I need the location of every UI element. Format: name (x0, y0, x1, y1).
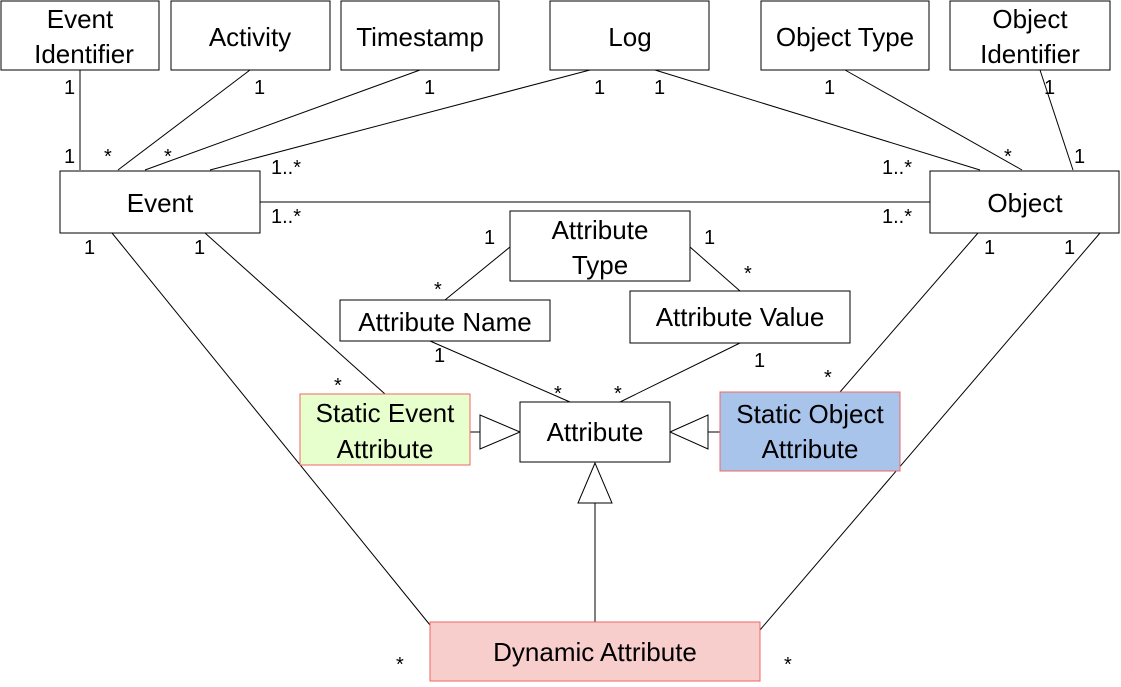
object-identifier-line2: Identifier (980, 39, 1080, 69)
mult-anattr-top: 1 (434, 345, 445, 367)
box-dynamic-attribute: Dynamic Attribute (429, 621, 761, 682)
mult-ts-top: 1 (424, 77, 435, 99)
mult-ts-bottom: * (164, 146, 172, 168)
mult-avattr-bottom: * (614, 383, 622, 405)
mult-atav-top: 1 (704, 227, 715, 249)
object-type-label: Object Type (776, 22, 914, 52)
line-attrname-attribute (429, 340, 571, 403)
mult-evobj-event: 1..* (271, 206, 301, 228)
mult-avattr-top: 1 (754, 350, 765, 372)
line-object-dynamic (759, 232, 1101, 631)
event-label: Event (127, 188, 194, 218)
mult-evdyn-top: 1 (84, 237, 95, 259)
attribute-label: Attribute (547, 417, 644, 447)
box-object-identifier: Object Identifier (949, 0, 1111, 71)
attribute-name-label: Attribute Name (358, 307, 531, 337)
mult-act-top: 1 (254, 77, 265, 99)
multiplicity-labels: 1 1 1 * 1 * 1 1 1..* 1..* 1 * 1 1 1..* 1… (64, 77, 1085, 676)
mult-evobj-object: 1..* (882, 206, 912, 228)
line-log-object (654, 69, 981, 171)
mult-log-right: 1 (654, 77, 665, 99)
box-log: Log (549, 0, 710, 71)
mult-anattr-bottom: * (554, 383, 562, 405)
mult-evdyn-bottom: * (396, 654, 404, 676)
box-attribute-type: Attribute Type (509, 210, 691, 282)
mult-evsea-top: 1 (194, 237, 205, 259)
activity-label: Activity (209, 22, 291, 52)
line-activity-event (117, 69, 251, 171)
box-event-identifier: Event Identifier (0, 0, 160, 71)
line-objecttype-object (844, 69, 1023, 171)
line-attrtype-attrvalue (689, 246, 741, 292)
mult-log-event: 1..* (271, 157, 301, 179)
mult-atan-bottom: * (434, 279, 442, 301)
object-identifier-line1: Object (992, 4, 1068, 34)
mult-act-bottom: * (104, 146, 112, 168)
box-attribute-name: Attribute Name (339, 299, 551, 342)
box-event: Event (59, 170, 261, 234)
attribute-type-line1: Attribute (552, 215, 649, 245)
line-attrvalue-attribute (619, 342, 741, 403)
static-object-attribute-line1: Static Object (736, 399, 884, 429)
line-object-staticobject (839, 232, 979, 393)
mult-oid-top: 1 (1044, 77, 1055, 99)
mult-log-left: 1 (594, 77, 605, 99)
mult-evsea-bottom: * (334, 375, 342, 397)
static-event-attribute-line2: Attribute (337, 434, 434, 464)
event-identifier-line1: Event (47, 4, 114, 34)
line-log-event (209, 69, 591, 171)
line-event-staticevent (204, 232, 386, 395)
line-timestamp-event (144, 69, 421, 171)
box-attribute: Attribute (519, 401, 671, 463)
box-static-event-attribute: Static Event Attribute (299, 393, 471, 466)
mult-objdyn-bottom: * (784, 654, 792, 676)
static-event-attribute-line1: Static Event (316, 398, 456, 428)
mult-ot-bottom: * (1004, 146, 1012, 168)
mult-atan-top: 1 (484, 227, 495, 249)
box-attribute-value: Attribute Value (629, 290, 851, 344)
object-label: Object (987, 188, 1063, 218)
mult-objsoa-top: 1 (984, 237, 995, 259)
mult-atav-bottom: * (744, 263, 752, 285)
box-timestamp: Timestamp (340, 0, 500, 71)
mult-eid-bottom: 1 (64, 146, 75, 168)
event-identifier-line2: Identifier (34, 39, 134, 69)
attribute-value-label: Attribute Value (656, 302, 825, 332)
mult-ot-top: 1 (824, 77, 835, 99)
box-object-type: Object Type (760, 0, 930, 71)
attribute-type-line2: Type (572, 250, 628, 280)
box-activity: Activity (170, 0, 331, 71)
line-event-dynamic (111, 232, 431, 626)
line-objectid-object (1039, 69, 1074, 171)
mult-log-object: 1..* (882, 157, 912, 179)
timestamp-label: Timestamp (356, 22, 484, 52)
generalization-arrow-right (668, 414, 709, 450)
mult-objdyn-top: 1 (1064, 237, 1075, 259)
generalization-arrow-bottom (577, 461, 613, 504)
log-label: Log (608, 22, 651, 52)
mult-eid-top: 1 (64, 77, 75, 99)
line-attrtype-attrname (444, 246, 511, 301)
box-static-object-attribute: Static Object Attribute (719, 391, 901, 472)
mult-objsoa-bottom: * (824, 367, 832, 389)
mult-oid-bottom: 1 (1074, 146, 1085, 168)
dynamic-attribute-label: Dynamic Attribute (493, 637, 697, 667)
static-object-attribute-line2: Attribute (762, 434, 859, 464)
box-object: Object (929, 170, 1120, 234)
generalization-arrow-left (479, 414, 522, 450)
